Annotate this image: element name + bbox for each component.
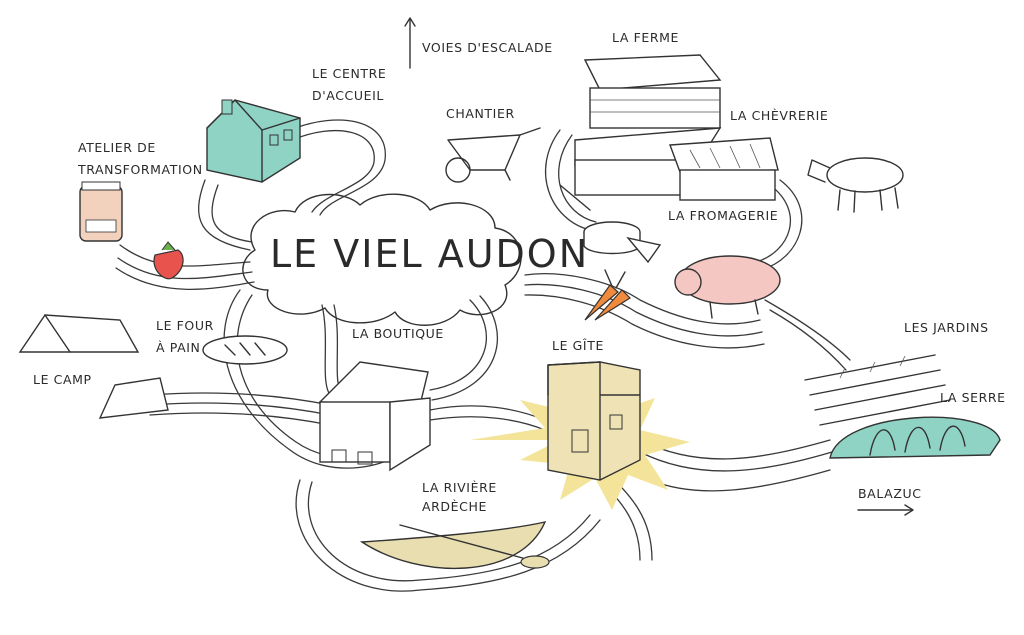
label-serre[interactable]: LA SERRE: [940, 390, 1006, 405]
boutique-building-icon: [318, 361, 431, 472]
label-voies-escalade[interactable]: VOIES D'ESCALADE: [422, 40, 553, 55]
label-four-line1[interactable]: LE FOUR: [156, 318, 214, 333]
carrot-icon: [584, 269, 631, 321]
canoe-icon: [359, 521, 550, 570]
accueil-house-icon: [206, 99, 301, 183]
cheese-icon: [583, 221, 662, 264]
wheelbarrow-icon: [445, 127, 541, 183]
map-title: LE VIEL AUDON: [270, 232, 590, 276]
serre-icon: [829, 416, 1001, 459]
label-chevrerie[interactable]: LA CHÈVRERIE: [730, 108, 829, 123]
jar-icon: [79, 181, 123, 242]
label-camp[interactable]: LE CAMP: [33, 372, 92, 387]
label-jardins[interactable]: LES JARDINS: [904, 320, 989, 335]
label-riviere-line1[interactable]: LA RIVIÈRE: [422, 480, 497, 495]
goat-icon: [807, 157, 904, 213]
label-four-line2[interactable]: À PAIN: [156, 340, 201, 355]
label-boutique[interactable]: LA BOUTIQUE: [352, 326, 444, 341]
label-fromagerie[interactable]: LA FROMAGERIE: [668, 208, 779, 223]
label-riviere-line2[interactable]: ARDÈCHE: [422, 499, 487, 514]
arrow-right-icon: [857, 504, 914, 516]
strawberry-icon: [153, 241, 184, 280]
chevrerie-building-icon: [669, 137, 779, 201]
label-gite[interactable]: LE GÎTE: [552, 338, 604, 353]
jardins-icon: [804, 354, 951, 426]
label-atelier-line1[interactable]: ATELIER DE: [78, 140, 156, 155]
label-centre-accueil-line1[interactable]: LE CENTRE: [312, 66, 387, 81]
bread-icon: [202, 335, 288, 365]
label-ferme[interactable]: LA FERME: [612, 30, 680, 45]
gite-house-icon: [547, 361, 641, 481]
label-atelier-line2[interactable]: TRANSFORMATION: [78, 162, 203, 177]
tent-icon: [18, 314, 169, 419]
arrow-up-icon: [404, 17, 416, 69]
label-balazuc[interactable]: BALAZUC: [858, 486, 922, 501]
title-cloud: [242, 193, 522, 326]
label-centre-accueil-line2[interactable]: D'ACCUEIL: [312, 88, 384, 103]
label-chantier[interactable]: CHANTIER: [446, 106, 515, 121]
pig-icon: [674, 255, 781, 319]
